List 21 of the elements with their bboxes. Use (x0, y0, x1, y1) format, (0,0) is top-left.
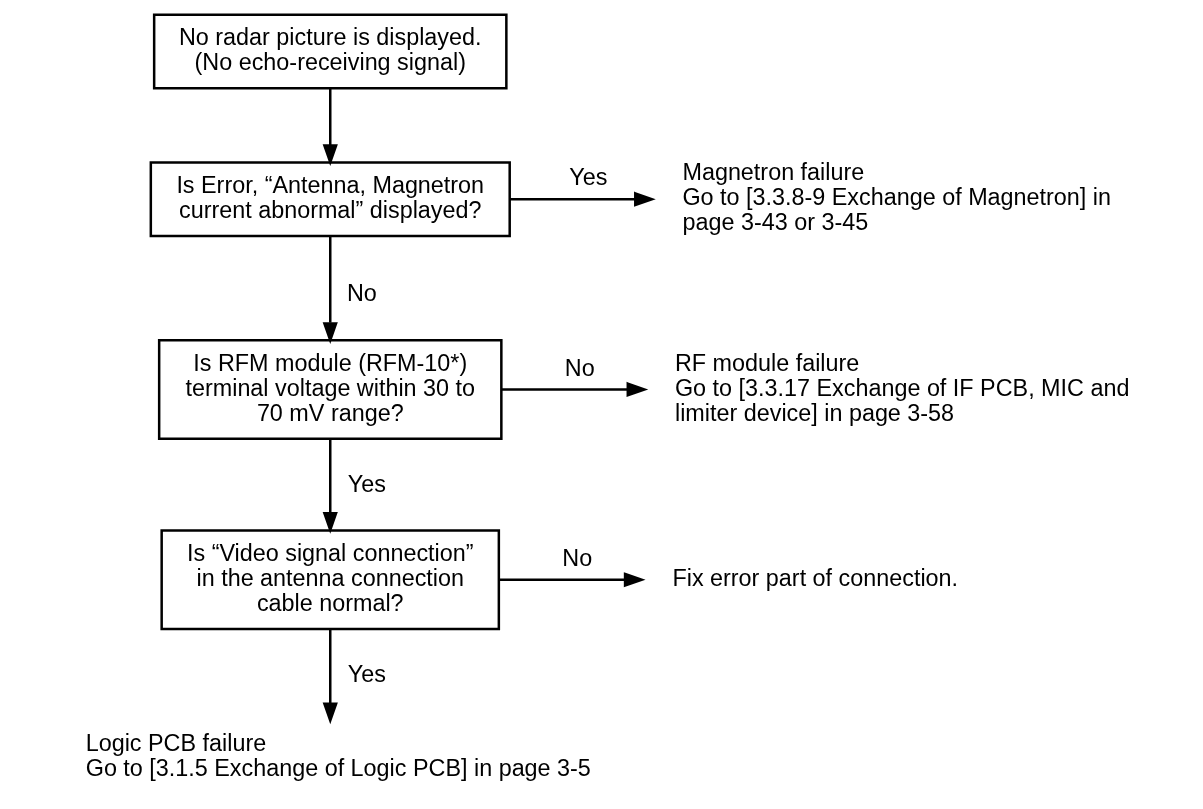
node-box: Is RFM module (RFM-10*) terminal voltage within 30 to 70 mV range? (157, 339, 503, 440)
edge-label: No (346, 280, 377, 307)
edge-label: Yes (347, 660, 386, 687)
node-box: Is “Video signal connection” in the antenna connection cable normal? (160, 529, 501, 631)
arrow (499, 572, 646, 588)
arrow (510, 191, 656, 207)
node-text: Fix error part of connection. (672, 564, 959, 591)
node-text: Magnetron failure Go to [3.3.8-9 Exchange of Magnetron] in page 3-43 or 3-45 (682, 159, 1111, 236)
node-box: Is Error, “Antenna, Magnetron current abnormal” displayed? (149, 161, 511, 238)
node-text: Logic PCB failure Go to [3.1.5 Exchange of Logic PCB] in page 3-5 (85, 730, 591, 782)
node-text: RF module failure Go to [3.3.17 Exchange of IF PCB, MIC and limiter device] in page 3-58 (674, 349, 1130, 426)
edge-label: Yes (569, 164, 608, 191)
arrow (501, 381, 649, 398)
arrow (322, 236, 338, 344)
node-box: No radar picture is displayed. (No echo-receiving signal) (152, 13, 508, 90)
edge-label: Yes (347, 470, 386, 497)
edge-label: No (564, 354, 595, 381)
arrow (322, 438, 338, 534)
arrow (322, 88, 338, 166)
arrow (322, 629, 338, 725)
edge-label: No (562, 544, 593, 571)
